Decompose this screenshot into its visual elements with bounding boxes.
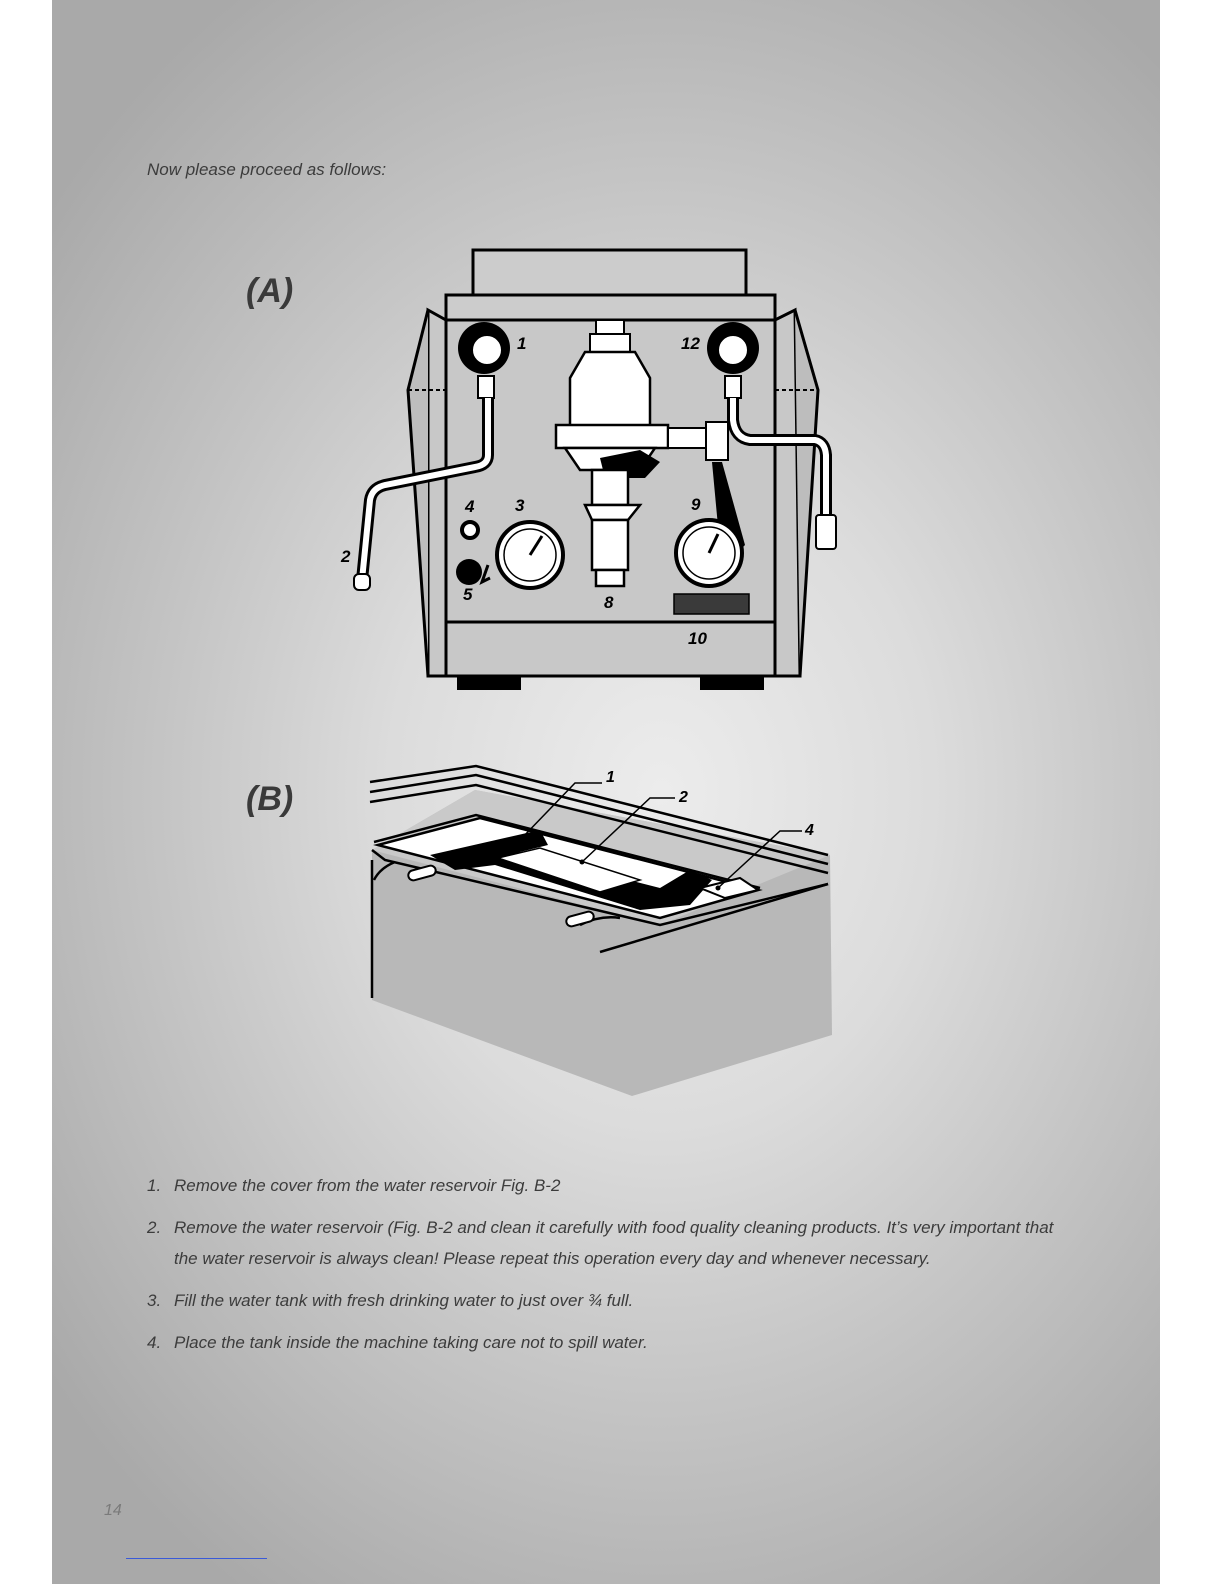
list-item: 1. Remove the cover from the water reser… xyxy=(147,1170,1077,1201)
callout-b-1: 1 xyxy=(606,769,615,786)
page-number: 14 xyxy=(104,1502,122,1519)
callout-a-12: 12 xyxy=(681,334,700,353)
step-text: Fill the water tank with fresh drinking … xyxy=(174,1291,634,1310)
step-number: 2. xyxy=(147,1218,162,1237)
instruction-list: 1. Remove the cover from the water reser… xyxy=(147,1170,1077,1369)
espresso-machine-diagram: 1 12 2 4 3 9 5 8 10 xyxy=(340,248,837,690)
list-item: 4. Place the tank inside the machine tak… xyxy=(147,1327,1077,1358)
right-gauge-icon xyxy=(674,518,744,588)
callout-a-8: 8 xyxy=(604,593,614,612)
footer-link-underline xyxy=(126,1558,267,1559)
callout-a-9: 9 xyxy=(691,495,701,514)
figure-b-label: (B) xyxy=(246,780,294,818)
callout-a-3: 3 xyxy=(515,496,525,515)
water-reservoir-diagram: 1 2 4 xyxy=(369,764,832,1096)
step-text: Place the tank inside the machine taking… xyxy=(174,1333,648,1352)
left-gauge-icon xyxy=(495,520,565,590)
intro-text: Now please proceed as follows: xyxy=(147,160,387,179)
step-number: 4. xyxy=(147,1333,162,1352)
list-item: 2. Remove the water reservoir (Fig. B-2 … xyxy=(147,1212,1077,1274)
callout-a-2: 2 xyxy=(340,547,351,566)
callout-a-10: 10 xyxy=(688,629,707,648)
callout-a-5: 5 xyxy=(463,585,473,604)
callout-a-4: 4 xyxy=(464,497,475,516)
step-text: Remove the cover from the water reservoi… xyxy=(174,1176,561,1195)
step-number: 3. xyxy=(147,1291,162,1310)
callout-b-4: 4 xyxy=(804,822,814,839)
figure-a-label: (A) xyxy=(246,272,294,310)
list-item: 3. Fill the water tank with fresh drinki… xyxy=(147,1285,1077,1316)
callout-b-2: 2 xyxy=(678,789,688,806)
step-number: 1. xyxy=(147,1176,162,1195)
step-text: Remove the water reservoir (Fig. B-2 and… xyxy=(174,1218,1054,1268)
callout-a-1: 1 xyxy=(517,334,526,353)
